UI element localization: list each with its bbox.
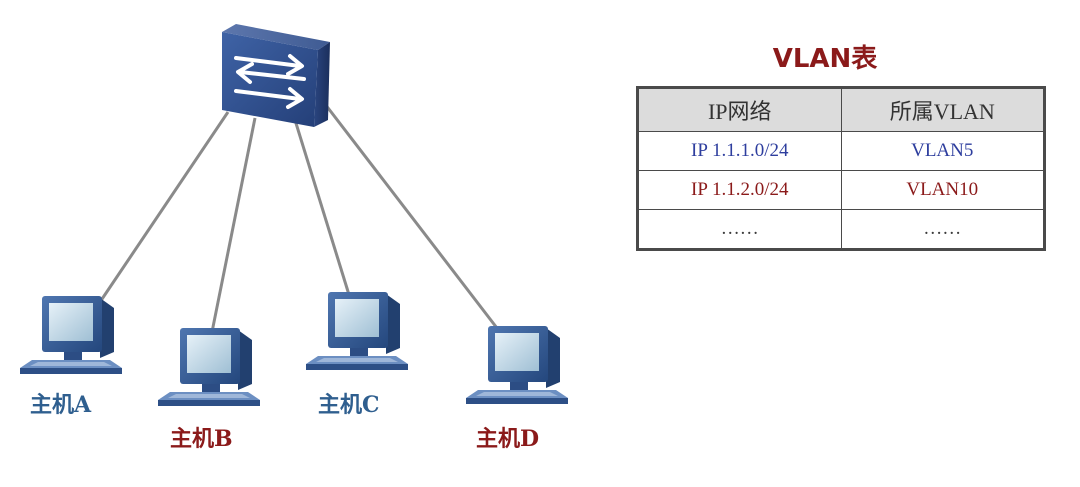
host-c-label: 主机C (318, 392, 380, 418)
ip-cell: IP 1.1.1.0/24 (637, 131, 842, 171)
computer-icon-host-d (466, 326, 568, 404)
vlan-table-title: VLAN表 (772, 44, 878, 74)
cable-host-d (323, 103, 502, 333)
computer-icon-host-a (20, 296, 122, 374)
table-row: IP 1.1.2.0/24 VLAN10 (637, 170, 1045, 210)
vlan-cell: …… (840, 209, 1045, 250)
switch-icon (222, 24, 330, 127)
host-a-label: 主机A (30, 392, 92, 418)
cable-host-c (293, 119, 352, 299)
vlan-cell: VLAN10 (840, 170, 1045, 210)
computer-icon-host-c (306, 292, 408, 370)
cable-host-b (210, 117, 257, 333)
vlan-cell: VLAN5 (840, 131, 1045, 171)
host-d-label: 主机D (476, 426, 540, 452)
ip-cell: IP 1.1.2.0/24 (637, 170, 842, 210)
vlan-table: IP网络 所属VLAN IP 1.1.1.0/24 VLAN5 IP 1.1.2… (636, 86, 1046, 251)
host-b-label: 主机B (170, 426, 233, 452)
table-header-row: IP网络 所属VLAN (637, 87, 1045, 132)
header-vlan: 所属VLAN (840, 87, 1045, 132)
header-ip-network: IP网络 (637, 87, 842, 132)
table-row: IP 1.1.1.0/24 VLAN5 (637, 131, 1045, 171)
cable-host-a (98, 111, 230, 303)
table-row: …… …… (637, 209, 1045, 250)
computer-icon-host-b (158, 328, 260, 406)
ip-cell: …… (637, 209, 842, 250)
